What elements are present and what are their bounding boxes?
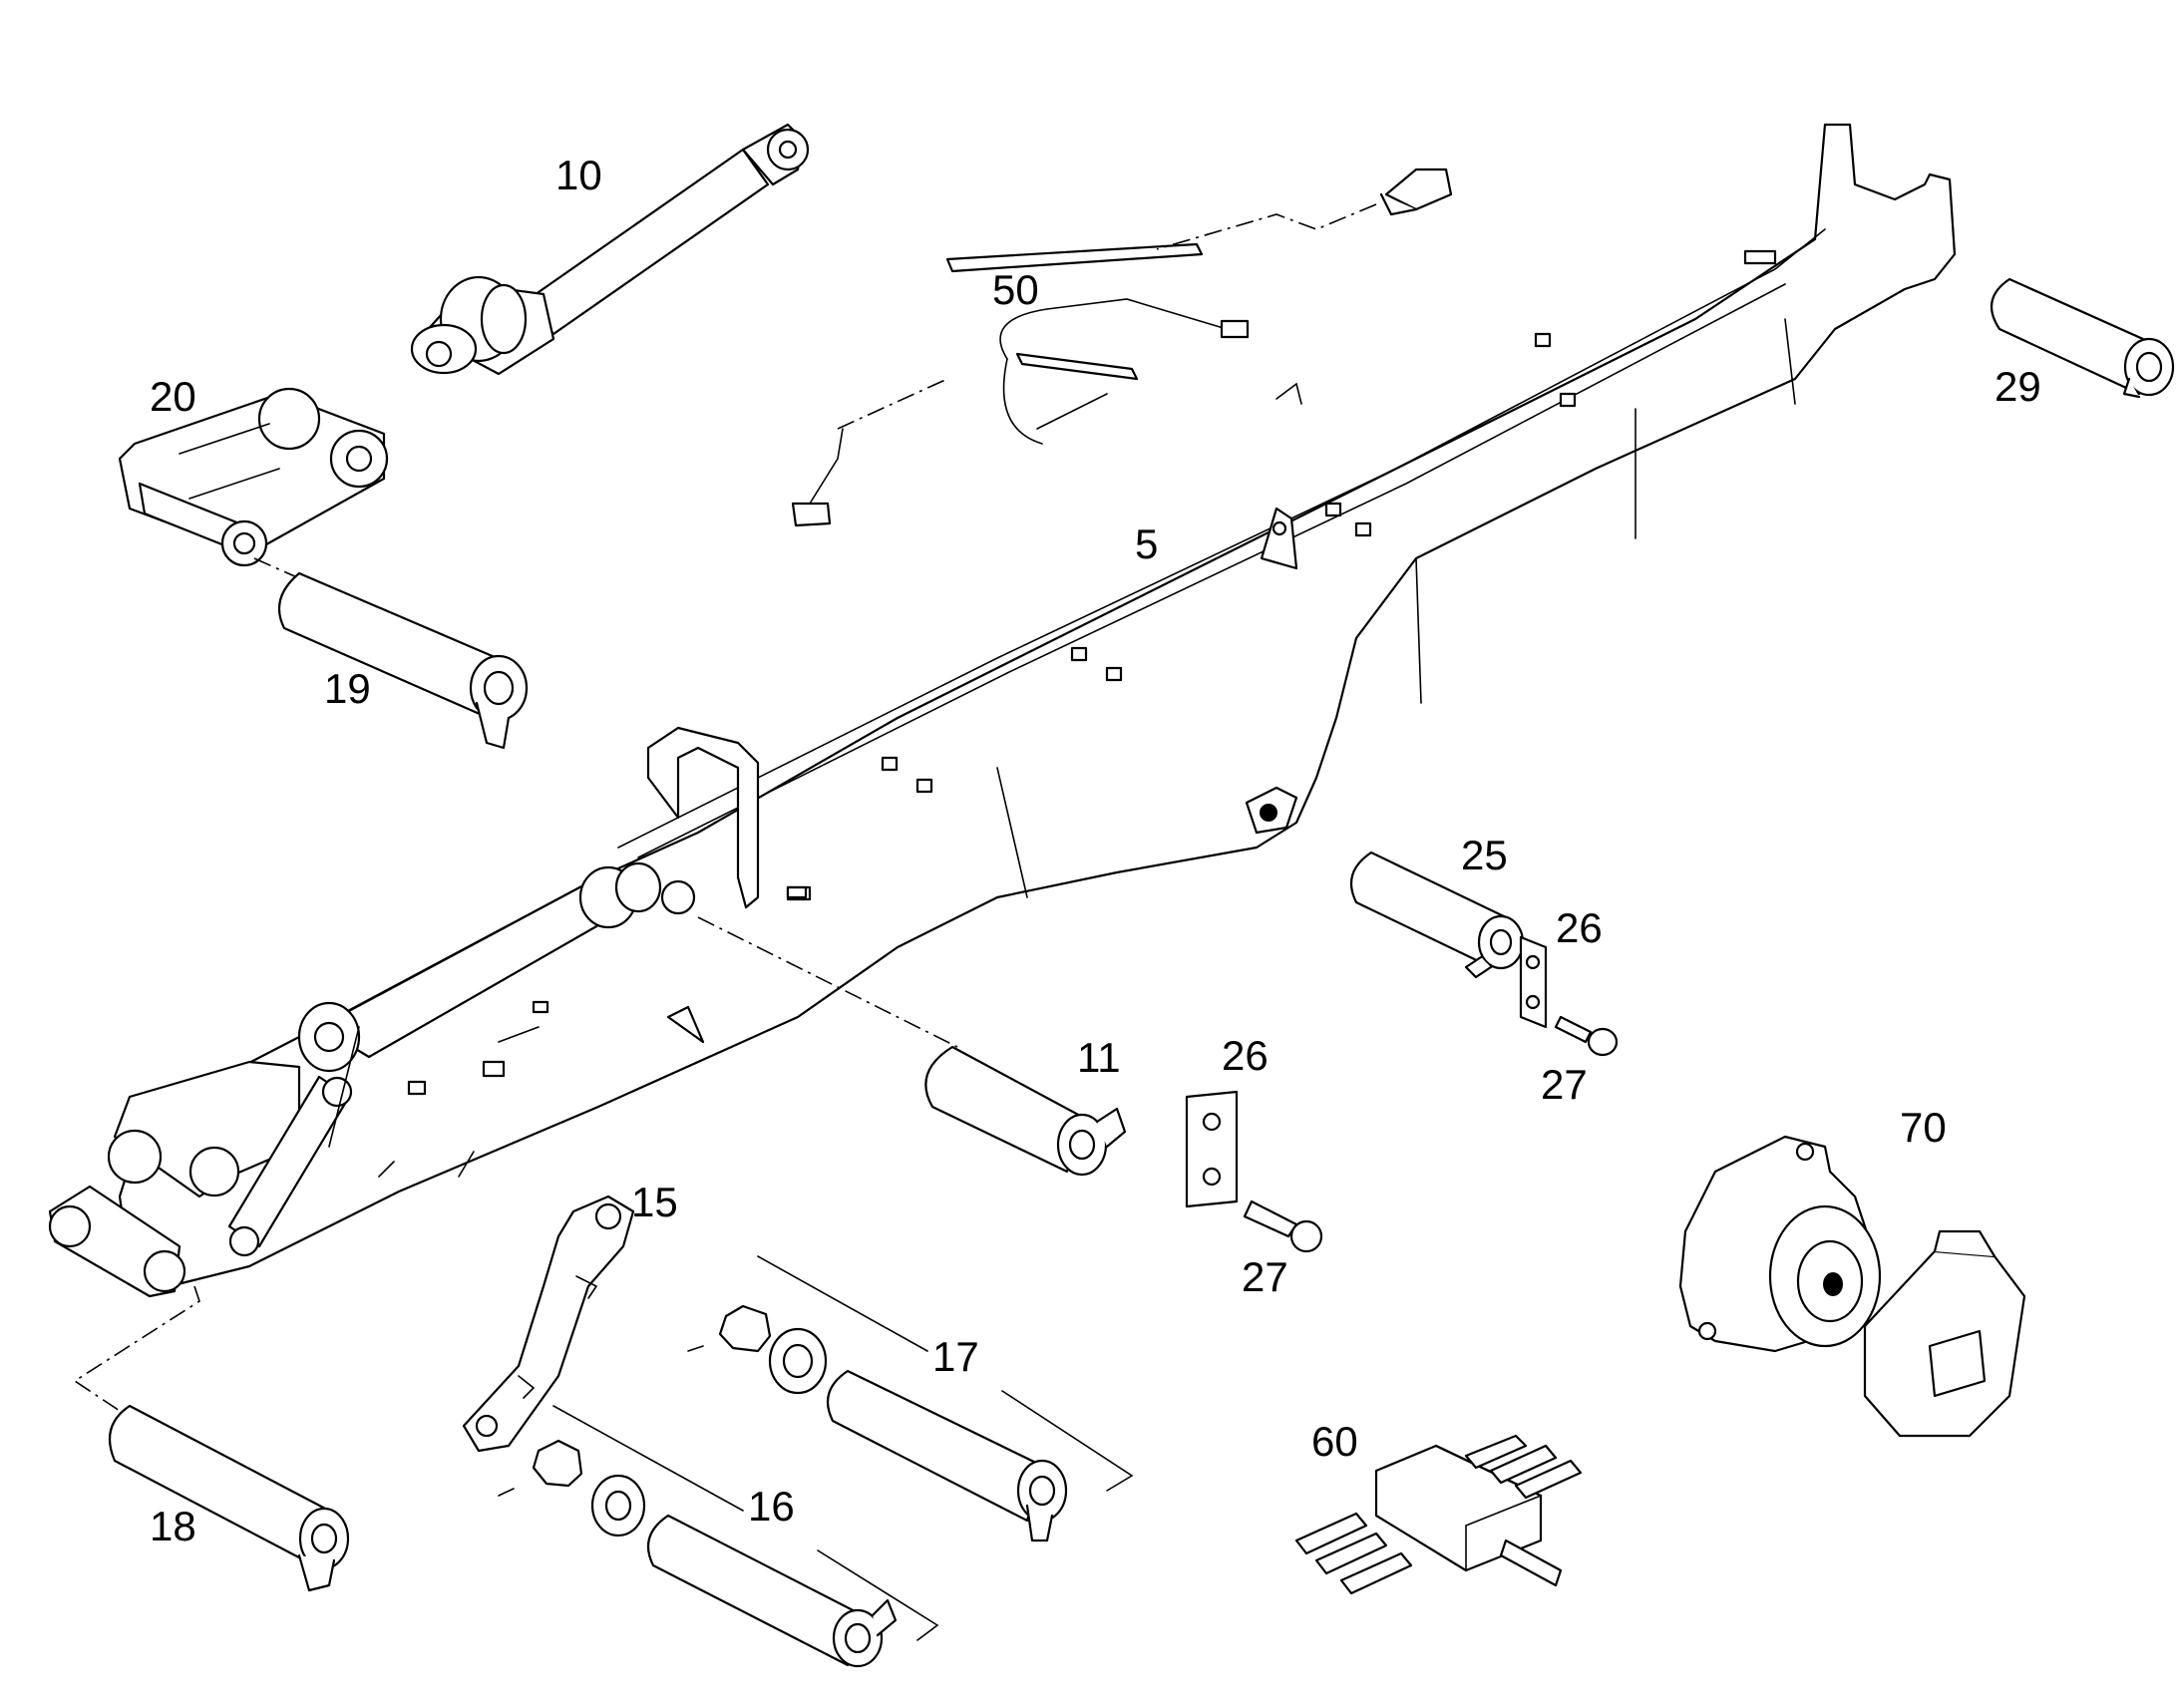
callout-27-b: 27	[1242, 1253, 1288, 1300]
bolt-27-b[interactable]	[1243, 1199, 1323, 1253]
callout-70: 70	[1900, 1104, 1947, 1151]
callout-50: 50	[992, 266, 1039, 313]
pin-assembly-17[interactable]	[687, 1255, 1134, 1542]
hydraulic-cylinder[interactable]	[410, 123, 810, 376]
pin-11[interactable]	[697, 916, 1127, 1177]
callout-11: 11	[1077, 1034, 1121, 1081]
valve-block[interactable]	[1294, 1434, 1583, 1595]
pin-25[interactable]	[1349, 851, 1525, 979]
callout-29: 29	[1995, 363, 2041, 410]
pin-19[interactable]	[253, 557, 529, 750]
callout-17: 17	[932, 1333, 979, 1380]
motor-encoder[interactable]	[1678, 1135, 2026, 1438]
callout-labels: 5 10 11 15 16 17 18 19 20 25 26 26 27 27…	[150, 152, 2041, 1549]
callout-26-b: 26	[1222, 1032, 1269, 1079]
callout-19: 19	[324, 665, 371, 712]
pin-assembly-16[interactable]	[498, 1405, 939, 1668]
callout-60: 60	[1311, 1418, 1358, 1465]
callout-26-a: 26	[1556, 904, 1603, 951]
pin-18[interactable]	[73, 1285, 350, 1592]
callout-10: 10	[555, 152, 602, 198]
link-bracket[interactable]	[118, 387, 389, 567]
callout-20: 20	[150, 373, 196, 420]
callout-15: 15	[631, 1179, 678, 1225]
sensor-cable[interactable]	[791, 168, 1453, 527]
boom-arm[interactable]	[48, 123, 1957, 1298]
callout-18: 18	[150, 1503, 196, 1549]
callout-25: 25	[1461, 832, 1508, 878]
bolt-27-a[interactable]	[1554, 1015, 1619, 1057]
callout-5: 5	[1135, 520, 1158, 567]
locking-plate[interactable]	[462, 1195, 635, 1453]
spacer-plate-26-a[interactable]	[1519, 935, 1548, 1029]
callout-27-a: 27	[1541, 1061, 1588, 1108]
callout-16: 16	[748, 1483, 795, 1530]
pin-29[interactable]	[1990, 277, 2175, 399]
spacer-plate-26-b[interactable]	[1185, 1090, 1239, 1208]
